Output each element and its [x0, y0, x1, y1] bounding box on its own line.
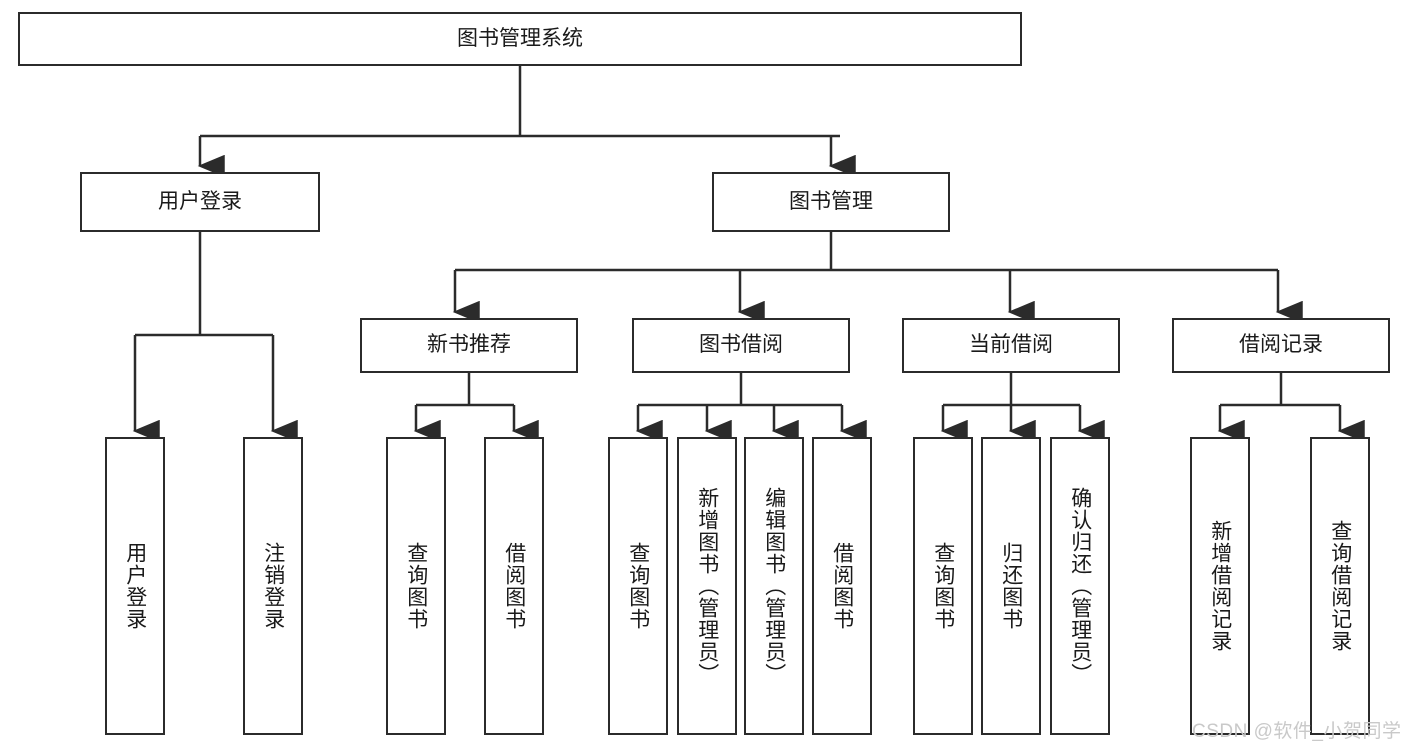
leaf-node-label: 查询图书: [404, 542, 428, 630]
node-current-borrow[interactable]: 当前借阅: [902, 318, 1120, 373]
watermark-text: CSDN @软件_小贺同学: [1192, 721, 1402, 742]
leaf-node[interactable]: 新增借阅记录: [1190, 437, 1250, 735]
leaf-node-label: 查询图书: [931, 542, 955, 630]
node-book-management-label: 图书管理: [789, 189, 873, 213]
node-book-borrow-label: 图书借阅: [699, 333, 783, 357]
leaf-node[interactable]: 注销登录: [243, 437, 303, 735]
node-book-borrow[interactable]: 图书借阅: [632, 318, 850, 373]
leaf-node[interactable]: 新增图书（管理员）: [677, 437, 737, 735]
leaf-node[interactable]: 借阅图书: [484, 437, 544, 735]
node-user-login-label: 用户登录: [158, 189, 242, 213]
leaf-node-label: 借阅图书: [830, 542, 854, 630]
node-borrow-records-label: 借阅记录: [1239, 333, 1323, 357]
leaf-node-label: 查询图书: [626, 542, 650, 630]
leaf-node[interactable]: 用户登录: [105, 437, 165, 735]
leaf-node-label: 查询借阅记录: [1328, 520, 1352, 652]
leaf-node[interactable]: 查询图书: [608, 437, 668, 735]
leaf-node-label: 编辑图书（管理员）: [762, 487, 786, 685]
leaf-node[interactable]: 查询图书: [913, 437, 973, 735]
node-new-book-recommend-label: 新书推荐: [427, 333, 511, 357]
node-borrow-records[interactable]: 借阅记录: [1172, 318, 1390, 373]
leaf-node[interactable]: 查询图书: [386, 437, 446, 735]
leaf-node[interactable]: 归还图书: [981, 437, 1041, 735]
node-current-borrow-label: 当前借阅: [969, 333, 1053, 357]
leaf-node-label: 用户登录: [123, 542, 147, 630]
node-root-system[interactable]: 图书管理系统: [18, 12, 1022, 66]
leaf-node-label: 注销登录: [261, 542, 285, 630]
leaf-node-label: 归还图书: [999, 542, 1023, 630]
leaf-node-label: 新增借阅记录: [1208, 520, 1232, 652]
leaf-node[interactable]: 借阅图书: [812, 437, 872, 735]
leaf-node-label: 确认归还（管理员）: [1068, 487, 1092, 685]
leaf-node[interactable]: 编辑图书（管理员）: [744, 437, 804, 735]
leaf-node[interactable]: 确认归还（管理员）: [1050, 437, 1110, 735]
node-root-label: 图书管理系统: [457, 26, 583, 50]
node-new-book-recommend[interactable]: 新书推荐: [360, 318, 578, 373]
node-book-management[interactable]: 图书管理: [712, 172, 950, 232]
leaf-node[interactable]: 查询借阅记录: [1310, 437, 1370, 735]
leaf-node-label: 新增图书（管理员）: [695, 487, 719, 685]
node-user-login[interactable]: 用户登录: [80, 172, 320, 232]
leaf-node-label: 借阅图书: [502, 542, 526, 630]
